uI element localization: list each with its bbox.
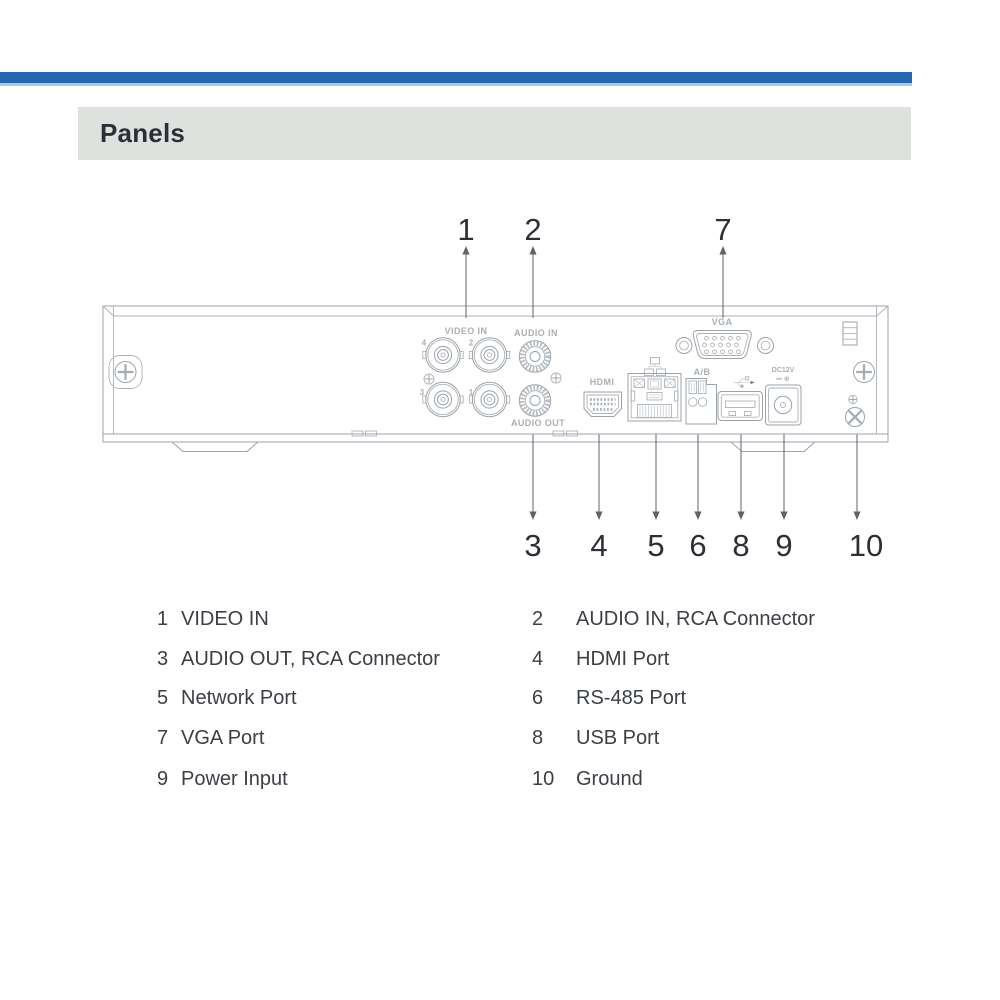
legend-label: Power Input xyxy=(181,768,288,790)
legend-label: Network Port xyxy=(181,687,297,709)
vga-label: VGA xyxy=(712,317,733,327)
device-foot-left xyxy=(170,441,260,452)
legend-label: AUDIO IN, RCA Connector xyxy=(576,608,815,630)
hdmi-port xyxy=(583,391,622,417)
callout-bottom-6: 6 xyxy=(689,434,707,563)
small-screw-left xyxy=(423,373,435,385)
legend-label: VIDEO IN xyxy=(181,608,269,630)
section-banner: Panels xyxy=(78,107,911,160)
usb-port xyxy=(717,391,763,421)
rca-audio-in xyxy=(518,340,552,373)
callout-bottom-4: 4 xyxy=(590,434,608,563)
svg-text:9: 9 xyxy=(775,528,792,563)
svg-text:7: 7 xyxy=(714,212,731,247)
device-chassis xyxy=(102,305,889,452)
legend-num: 8 xyxy=(532,727,544,749)
ground-screw-marker xyxy=(848,394,858,405)
callout-bottom-8: 8 xyxy=(732,434,750,563)
bnc-number-1: 1 xyxy=(469,388,474,397)
callout-bottom-10: 10 xyxy=(849,434,883,563)
network-port xyxy=(627,373,682,422)
usb-icon xyxy=(733,376,755,388)
svg-text:10: 10 xyxy=(849,528,883,563)
legend-num: 6 xyxy=(532,687,544,709)
callout-top-7: 7 xyxy=(714,212,732,318)
bnc-number-2: 2 xyxy=(469,339,474,348)
bnc-connector-2 xyxy=(468,337,511,373)
audio-in-label: AUDIO IN xyxy=(514,328,558,338)
bnc-connector-4 xyxy=(422,337,464,373)
legend-num: 4 xyxy=(532,648,544,670)
chassis-screw-left xyxy=(108,355,143,389)
power-polarity-symbol: ⎓ ⊕ xyxy=(776,376,789,383)
legend-row-1: 1 VIDEO IN 2 AUDIO IN, RCA Connector xyxy=(0,606,1000,632)
svg-text:3: 3 xyxy=(524,528,541,563)
svg-text:5: 5 xyxy=(647,528,664,563)
chassis-screw-top-right xyxy=(853,361,875,383)
legend-row-4: 7 VGA Port 8 USB Port xyxy=(0,725,1000,751)
svg-text:2: 2 xyxy=(524,212,541,247)
vent-slots xyxy=(842,321,858,346)
bnc-connector-1 xyxy=(468,381,511,418)
legend-label: HDMI Port xyxy=(576,648,670,670)
callout-top-2: 2 xyxy=(524,212,542,318)
legend-label: RS-485 Port xyxy=(576,687,687,709)
legend-row-3: 5 Network Port 6 RS-485 Port xyxy=(0,685,1000,711)
callout-bottom-9: 9 xyxy=(775,434,793,563)
small-screw-right xyxy=(550,372,562,384)
audio-out-label: AUDIO OUT xyxy=(511,418,565,428)
video-in-label: VIDEO IN xyxy=(445,326,488,336)
legend-num: 7 xyxy=(157,727,169,749)
svg-text:6: 6 xyxy=(689,528,706,563)
rca-audio-out xyxy=(518,384,552,417)
vga-port xyxy=(675,330,774,359)
top-blue-rule xyxy=(0,72,912,83)
svg-text:8: 8 xyxy=(732,528,749,563)
legend-num: 10 xyxy=(532,768,555,790)
svg-text:4: 4 xyxy=(590,528,607,563)
bnc-connector-3 xyxy=(422,381,464,418)
callout-bottom-3: 3 xyxy=(524,434,542,563)
legend-num: 1 xyxy=(157,608,169,630)
bnc-number-3: 3 xyxy=(420,388,425,397)
power-label: DC12V xyxy=(772,367,795,374)
power-jack xyxy=(765,384,802,426)
callout-bottom-5: 5 xyxy=(647,434,665,563)
rear-panel-diagram: VIDEO IN 4 2 3 1 xyxy=(102,212,889,563)
ground-screw xyxy=(845,407,865,427)
legend-row-5: 9 Power Input 10 Ground xyxy=(0,766,1000,792)
callout-top-1: 1 xyxy=(457,212,475,318)
legend-label: USB Port xyxy=(576,727,660,749)
rs485-label: A/B xyxy=(694,367,711,377)
svg-text:1: 1 xyxy=(457,212,474,247)
legend-label: VGA Port xyxy=(181,727,265,749)
bnc-number-4: 4 xyxy=(422,339,427,348)
top-blue-rule-shadow xyxy=(0,83,912,86)
legend-num: 3 xyxy=(157,648,169,670)
legend-label: Ground xyxy=(576,768,643,790)
hdmi-label: HDMI xyxy=(590,377,615,387)
rs485-port xyxy=(685,378,717,425)
legend-row-2: 3 AUDIO OUT, RCA Connector 4 HDMI Port xyxy=(0,646,1000,672)
legend-num: 5 xyxy=(157,687,169,709)
legend-num: 2 xyxy=(532,608,544,630)
legend-label: AUDIO OUT, RCA Connector xyxy=(181,648,440,670)
network-icon xyxy=(644,357,666,376)
legend-num: 9 xyxy=(157,768,169,790)
device-foot-right xyxy=(729,441,817,452)
section-title: Panels xyxy=(100,118,186,148)
